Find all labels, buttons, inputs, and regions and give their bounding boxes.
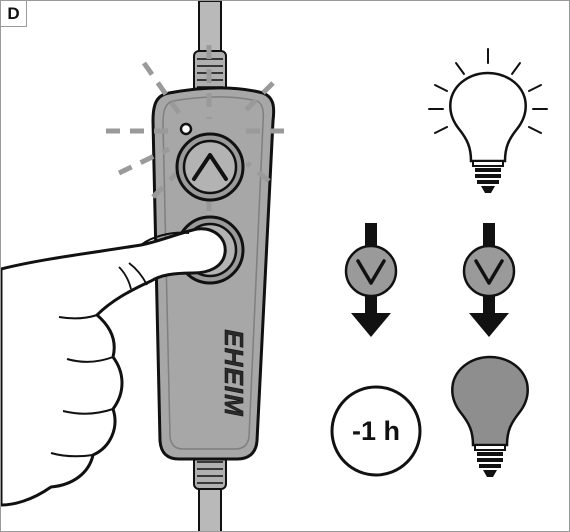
- brand-logo: EHEIM: [219, 329, 249, 417]
- panel-label: D: [1, 1, 27, 27]
- timer-label: -1 h: [352, 416, 400, 446]
- timer-badge: -1 h: [332, 387, 420, 475]
- led-indicator: [181, 124, 191, 134]
- bulb-lit-icon: [429, 49, 547, 193]
- brand-label: EHEIM: [219, 329, 249, 417]
- down-arrow-step-2: [464, 223, 514, 337]
- bulb-off-icon: [452, 357, 527, 477]
- down-arrow-step-1: [346, 223, 396, 337]
- up-button[interactable]: [177, 134, 243, 200]
